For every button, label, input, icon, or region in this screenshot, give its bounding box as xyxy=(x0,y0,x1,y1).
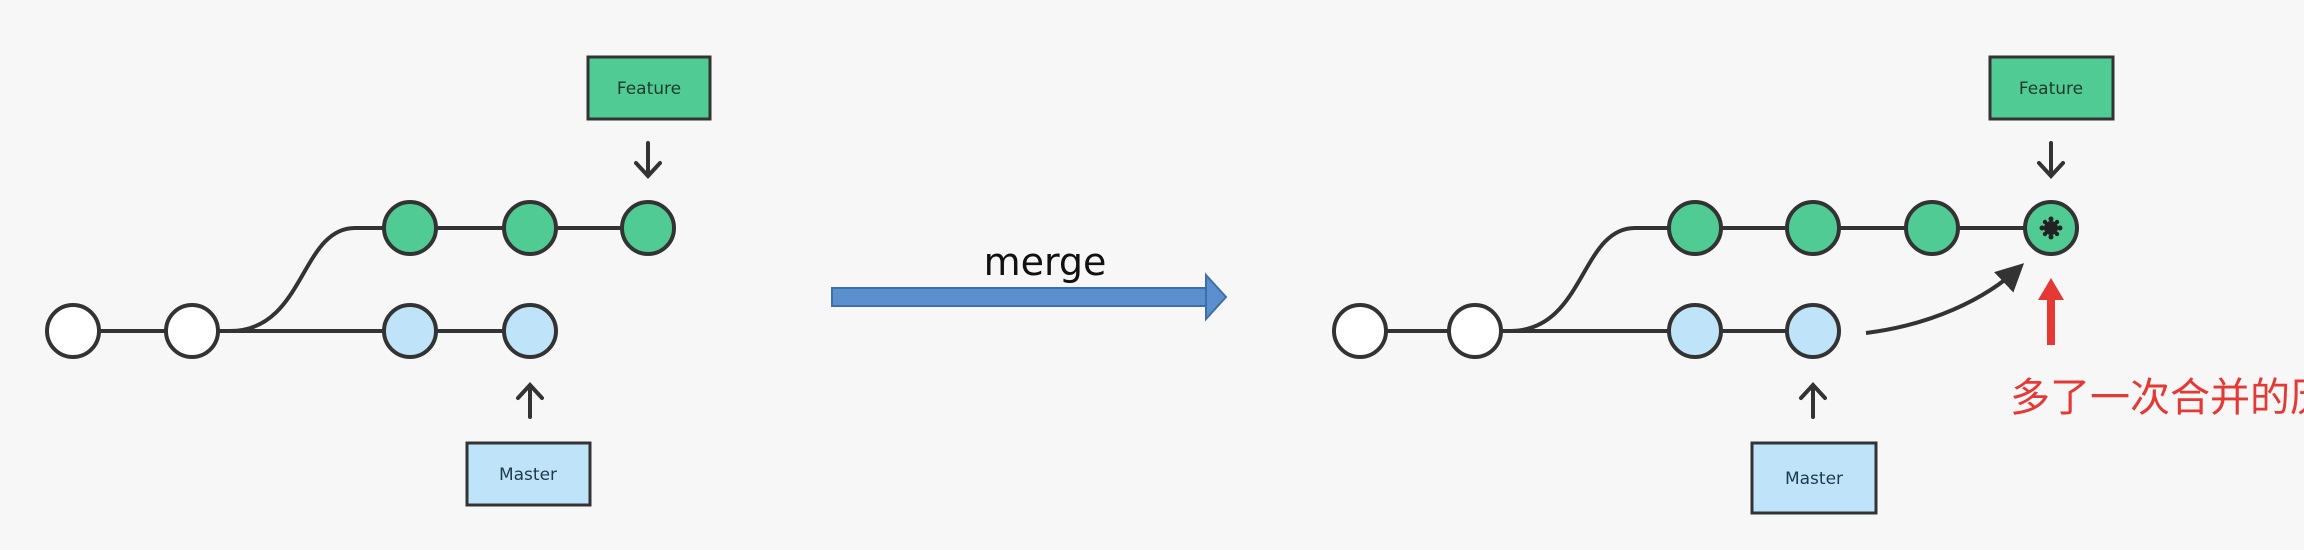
left-feature-pointer-icon xyxy=(634,141,662,179)
merge-commit-star-icon xyxy=(2039,216,2063,240)
right-commit-base-2 xyxy=(1447,303,1503,359)
right-commit-feature-2 xyxy=(1785,200,1841,256)
left-commit-feature-2 xyxy=(502,200,558,256)
left-master-label-box xyxy=(465,441,592,507)
merge-history-annotation: 多了一次合并的历史 xyxy=(2010,375,2304,421)
right-commit-master-1 xyxy=(1667,303,1723,359)
right-branch-curve xyxy=(1509,226,1695,333)
merge-operation: merge xyxy=(831,240,1228,322)
merge-label: merge xyxy=(984,240,1107,284)
annotation-arrow-icon xyxy=(2038,278,2064,345)
left-commit-feature-1 xyxy=(382,200,438,256)
left-diagram: Feature Master xyxy=(45,55,712,507)
left-commit-master-1 xyxy=(382,303,438,359)
left-commit-master-2 xyxy=(502,303,558,359)
left-feature-label-box xyxy=(586,55,712,121)
right-feature-pointer-icon xyxy=(2037,141,2065,179)
right-diagram: Feature Master 多了一次合并的历史 xyxy=(1332,55,2304,515)
right-commit-feature-1 xyxy=(1667,200,1723,256)
right-master-label: Master xyxy=(1785,469,1843,489)
right-master-label-box xyxy=(1750,441,1878,515)
left-branch-curve xyxy=(229,226,410,333)
right-master-pointer-icon xyxy=(1799,382,1827,419)
merge-arrow-icon xyxy=(831,272,1228,322)
right-commit-base-1 xyxy=(1332,303,1388,359)
left-feature-label: Feature xyxy=(617,79,681,99)
right-feature-label: Feature xyxy=(2019,79,2083,99)
left-commit-base-2 xyxy=(164,303,220,359)
left-commit-feature-3 xyxy=(620,200,676,256)
right-commit-feature-3 xyxy=(1904,200,1960,256)
left-master-label: Master xyxy=(499,465,557,485)
right-feature-label-box xyxy=(1988,55,2115,121)
right-commit-master-2 xyxy=(1785,303,1841,359)
right-merge-curve xyxy=(1865,263,2025,335)
left-commit-base-1 xyxy=(45,303,101,359)
left-master-pointer-icon xyxy=(516,382,544,419)
